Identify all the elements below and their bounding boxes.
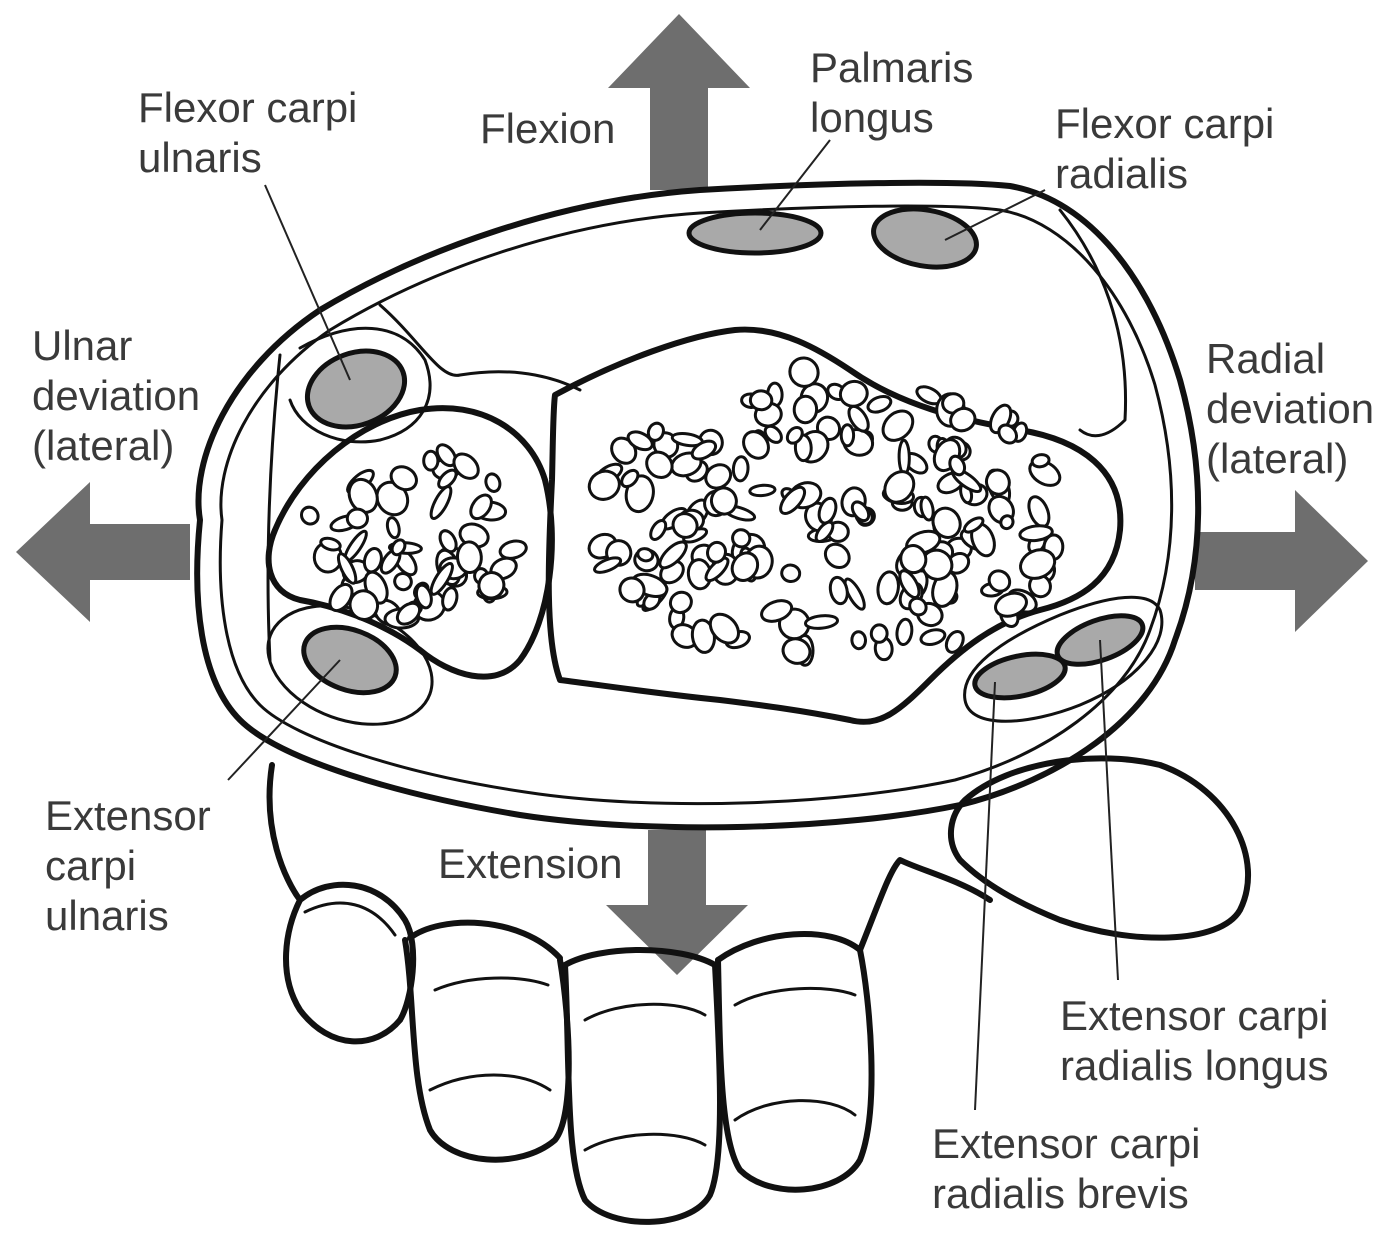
ulna-trabeculae (298, 441, 528, 629)
bone-pore (484, 472, 502, 493)
bone-pore (871, 624, 888, 642)
bone-pore (347, 509, 368, 529)
label-flexor-carpi-ulnaris-line1: Flexor carpi (138, 84, 357, 131)
label-extensor-carpi-radialis-brevis-line2: radialis brevis (932, 1170, 1189, 1217)
label-flexor-carpi-ulnaris-line2: ulnaris (138, 134, 262, 181)
bone-pore (866, 394, 893, 416)
bone-pore (780, 564, 801, 583)
bone-pore (899, 440, 910, 474)
tendon-flexor-carpi-radialis (869, 201, 981, 274)
radial-deviation-arrow (1195, 490, 1368, 632)
label-radial-deviation-line3: (lateral) (1206, 435, 1348, 482)
label-flexor-carpi-radialis-line2: radialis (1055, 150, 1188, 197)
leader-flexor-carpi-radialis (945, 190, 1045, 240)
bone-pore (851, 631, 866, 649)
label-radial-deviation-line1: Radial (1206, 335, 1325, 382)
bone-pore (919, 627, 946, 647)
bone-pore (386, 517, 402, 539)
tendon-palmaris-longus (689, 213, 821, 253)
ulnar-deviation-arrow (16, 482, 190, 622)
leader-flexor-carpi-ulnaris (265, 185, 350, 380)
label-flexor-carpi-radialis-line1: Flexor carpi (1055, 100, 1274, 147)
label-extension: Extension (438, 840, 622, 887)
bone-pore (648, 518, 669, 542)
bone-pore (298, 504, 321, 528)
radius-trabeculae (584, 352, 1064, 667)
label-extensor-carpi-radialis-longus-line2: radialis longus (1060, 1042, 1329, 1089)
bone-pore (805, 614, 838, 630)
label-extensor-carpi-ulnaris-line3: ulnaris (45, 892, 169, 939)
bone-pore (456, 541, 482, 573)
label-ulnar-deviation-line1: Ulnar (32, 322, 132, 369)
bone-pore (427, 484, 454, 521)
label-palmaris-longus-line1: Palmaris (810, 44, 973, 91)
label-ulnar-deviation-line3: (lateral) (32, 422, 174, 469)
flexion-arrow (608, 14, 750, 190)
label-palmaris-longus-line2: longus (810, 94, 934, 141)
label-extensor-carpi-ulnaris-line1: Extensor (45, 792, 211, 839)
label-ulnar-deviation-line2: deviation (32, 372, 200, 419)
bone-pore (1025, 494, 1053, 530)
leader-extensor-carpi-ulnaris (228, 660, 340, 780)
bone-pore (876, 571, 900, 605)
label-flexion: Flexion (480, 105, 615, 152)
bone-pore (749, 484, 775, 496)
bone-pore (895, 618, 913, 645)
bone-pore (841, 425, 853, 446)
bone-pore (794, 396, 817, 423)
tendon-flexor-carpi-ulnaris (297, 338, 416, 440)
tendon-extensor-carpi-radialis-brevis (971, 647, 1069, 705)
label-extensor-carpi-radialis-brevis-line1: Extensor carpi (932, 1120, 1200, 1167)
bone-pore (733, 456, 749, 481)
bone-pore (424, 451, 438, 470)
label-extensor-carpi-radialis-longus-line1: Extensor carpi (1060, 992, 1328, 1039)
bone-pore (750, 390, 773, 410)
bone-pore (849, 499, 872, 524)
label-radial-deviation-line2: deviation (1206, 385, 1374, 432)
bone-pore (821, 539, 854, 572)
label-extensor-carpi-ulnaris-line2: carpi (45, 842, 136, 889)
